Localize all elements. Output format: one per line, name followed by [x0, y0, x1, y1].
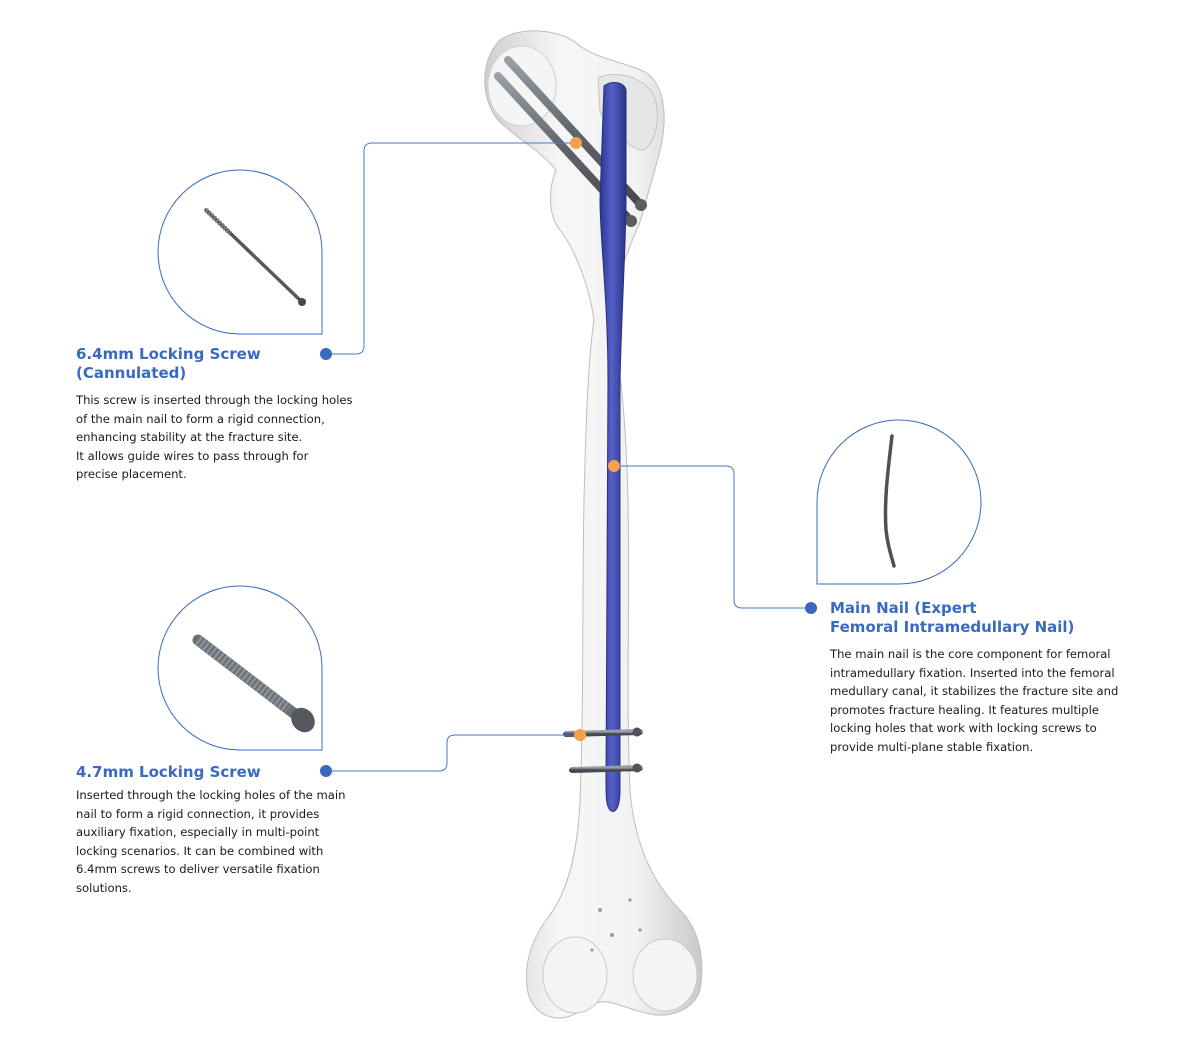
dot-screw64	[320, 348, 332, 360]
desc-line: locking scenarios. It can be combined wi…	[76, 843, 324, 858]
marker-nail	[608, 460, 620, 472]
desc-line: 6.4mm screws to deliver versatile fixati…	[76, 862, 320, 877]
desc-line: solutions.	[76, 880, 132, 895]
desc-line: auxiliary fixation, especially in multi-…	[76, 825, 320, 840]
desc-line: medullary canal, it stabilizes the fract…	[830, 684, 1119, 699]
frame-screw64	[157, 169, 323, 335]
callout-dots	[320, 348, 817, 777]
callout-title: 4.7mm Locking Screw	[76, 763, 376, 782]
title-line: 6.4mm Locking Screw	[76, 345, 261, 363]
desc-line: locking holes that work with locking scr…	[830, 721, 1097, 736]
desc-line: enhancing stability at the fracture site…	[76, 430, 303, 445]
callout-screw47: 4.7mm Locking Screw Inserted through the…	[76, 763, 376, 898]
desc-line: It allows guide wires to pass through fo…	[76, 448, 309, 463]
dot-screw47	[320, 765, 332, 777]
callout-nail: Main Nail (Expert Femoral Intramedullary…	[830, 599, 1170, 757]
desc-line: precise placement.	[76, 467, 187, 482]
callout-description: Inserted through the locking holes of th…	[76, 786, 376, 898]
desc-line: of the main nail to form a rigid connect…	[76, 411, 325, 426]
title-line: 4.7mm Locking Screw	[76, 763, 261, 781]
desc-line: Inserted through the locking holes of th…	[76, 788, 346, 802]
desc-line: nail to form a rigid connection, it prov…	[76, 806, 320, 821]
title-line: Main Nail (Expert	[830, 599, 977, 617]
desc-line: intramedullary fixation. Inserted into t…	[830, 665, 1115, 680]
callout-description: The main nail is the core component for …	[830, 645, 1170, 757]
thumbnail-screw64	[204, 208, 306, 306]
desc-line: provide multi-plane stable fixation.	[830, 739, 1034, 754]
main-nail	[599, 82, 627, 812]
desc-line: The main nail is the core component for …	[830, 647, 1111, 661]
orange-markers	[570, 137, 620, 741]
title-line: Femoral Intramedullary Nail)	[830, 618, 1075, 636]
leader-lines	[327, 142, 810, 772]
dot-nail	[805, 602, 817, 614]
marker-screw64	[570, 137, 582, 149]
frame-nail	[816, 419, 982, 585]
thumbnail-nail	[883, 434, 896, 568]
desc-line: This screw is inserted through the locki…	[76, 393, 353, 407]
desc-line: promotes fracture healing. It features m…	[830, 702, 1099, 717]
callout-description: This screw is inserted through the locki…	[76, 391, 376, 484]
callout-title: 6.4mm Locking Screw (Cannulated)	[76, 345, 376, 383]
marker-screw47	[574, 729, 586, 741]
thumbnail-screw47	[192, 634, 315, 733]
callout-screw64: 6.4mm Locking Screw (Cannulated) This sc…	[76, 345, 376, 484]
femur-bone	[484, 30, 703, 1019]
callout-title: Main Nail (Expert Femoral Intramedullary…	[830, 599, 1170, 637]
title-line: (Cannulated)	[76, 364, 187, 382]
